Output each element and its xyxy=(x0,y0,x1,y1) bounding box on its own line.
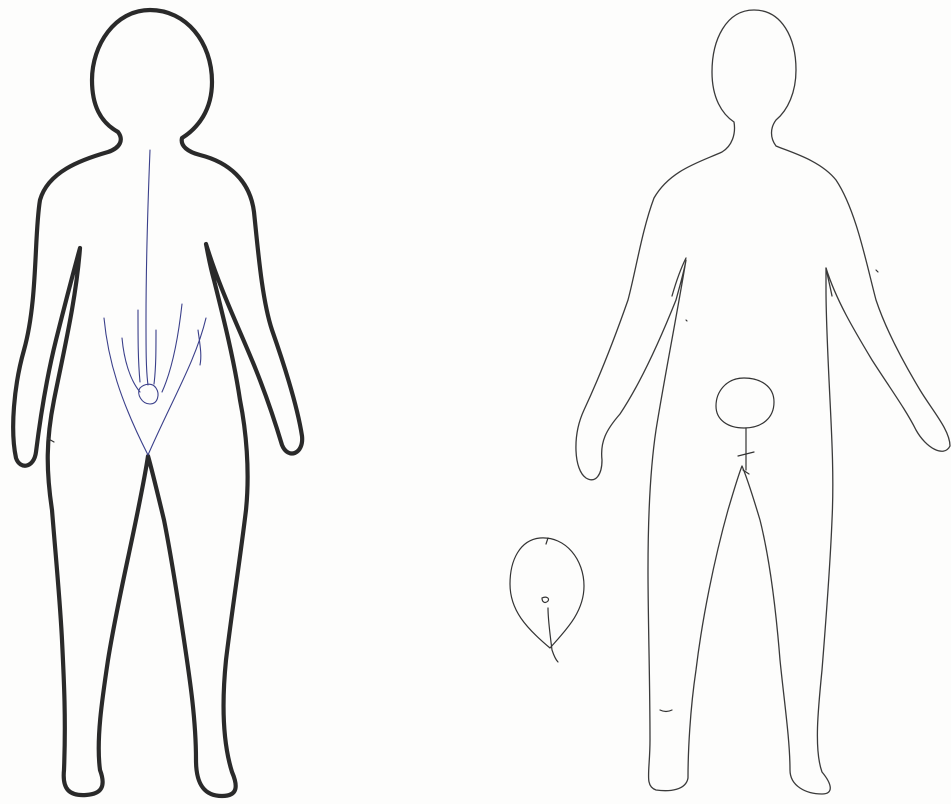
blue-right-edge xyxy=(198,330,201,365)
blue-inner-line-left xyxy=(138,310,140,382)
blue-right-line xyxy=(162,304,182,392)
right-circle-lesion xyxy=(716,378,774,428)
left-body-figure xyxy=(13,10,302,796)
detached-oval-lesion xyxy=(510,538,584,648)
oval-inner-line xyxy=(548,608,558,662)
left-body-annotations xyxy=(104,150,206,455)
blue-small-lesion xyxy=(139,384,158,404)
left-body-outline xyxy=(13,10,302,796)
stray-dot-left xyxy=(686,320,687,321)
oval-inner-mark-e xyxy=(542,597,549,602)
spine-line xyxy=(146,150,150,385)
oval-top-tick xyxy=(546,538,548,544)
right-body-outline xyxy=(576,10,950,794)
blue-inner-line-right xyxy=(154,330,156,384)
stray-mark-right xyxy=(876,270,878,272)
right-body-figure xyxy=(576,10,950,794)
stray-marks xyxy=(660,270,878,712)
right-body-annotations xyxy=(510,378,774,662)
stray-mark-lower xyxy=(660,710,672,712)
blue-left-line xyxy=(122,338,140,392)
